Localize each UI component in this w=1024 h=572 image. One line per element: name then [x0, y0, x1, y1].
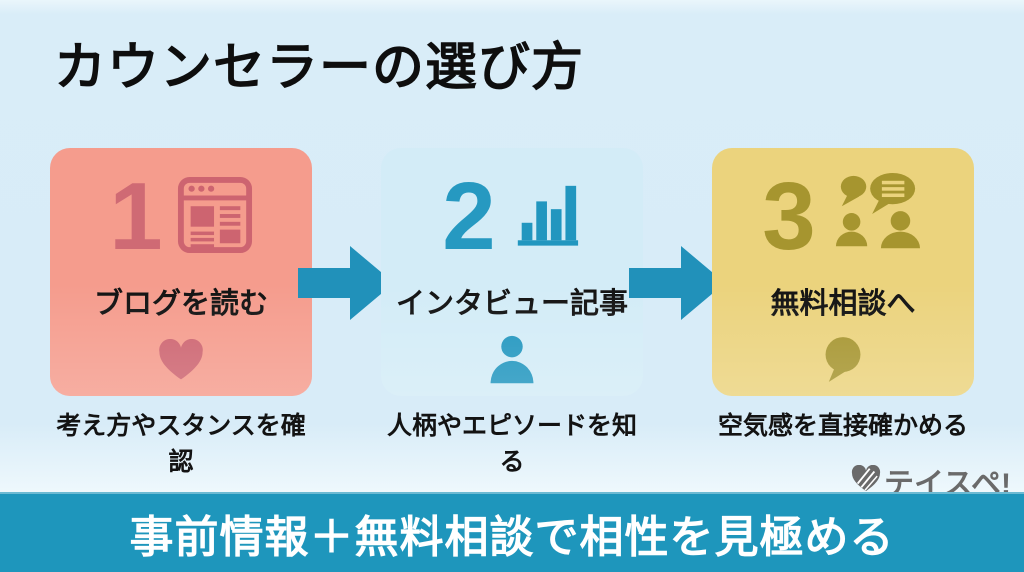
speech-bubble-icon	[712, 334, 974, 386]
person-icon	[381, 334, 643, 386]
step-1-header: 1	[50, 164, 312, 270]
step-3-header: 3	[712, 164, 974, 270]
bar-chart-icon	[510, 180, 582, 255]
step-2-header: 2	[381, 164, 643, 270]
people-chat-icon	[830, 172, 924, 263]
step-1-label: ブログを読む	[93, 288, 268, 320]
footer-banner-text: 事前情報＋無料相談で相性を見極める	[129, 513, 895, 562]
step-2-label: インタビュー記事	[395, 288, 628, 320]
footer-banner: 事前情報＋無料相談で相性を見極める	[0, 492, 1024, 572]
step-3-caption: 空気感を直接確かめる	[717, 412, 968, 440]
heart-icon	[50, 334, 312, 386]
step-1-caption: 考え方やスタンスを確認	[56, 412, 306, 476]
step-card-1: 1 ブログを読む	[50, 148, 312, 396]
page-title: カウンセラーの選び方	[54, 39, 585, 97]
step-1-number: 1	[109, 163, 162, 271]
striped-heart-icon	[851, 464, 881, 497]
arrow-right-icon	[629, 246, 725, 320]
arrow-right-icon	[298, 246, 394, 320]
step-card-3: 3 無料相談へ	[712, 148, 974, 396]
step-3-number: 3	[762, 163, 815, 271]
step-2-caption: 人柄やエピソードを知る	[386, 412, 637, 476]
step-2-number: 2	[442, 163, 495, 271]
step-card-2: 2 インタビュー記事	[381, 148, 643, 396]
step-3-label: 無料相談へ	[770, 288, 916, 320]
blog-window-icon	[177, 176, 253, 259]
